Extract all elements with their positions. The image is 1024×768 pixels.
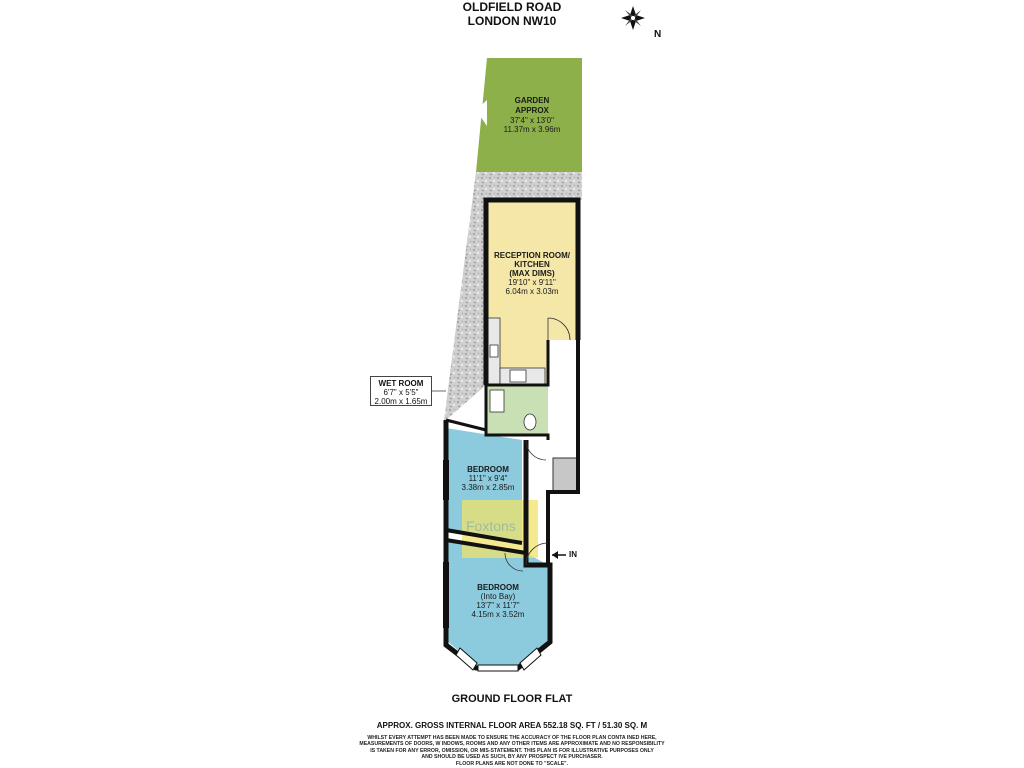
bedroom-1-dims-imperial: 11'1" x 9'4"	[469, 474, 508, 483]
window-bedroom-2	[443, 562, 449, 628]
garden-notch	[476, 100, 487, 126]
address-title: OLDFIELD ROAD LONDON NW10	[0, 0, 1024, 28]
bay-window	[455, 647, 542, 672]
sink-icon	[489, 344, 499, 358]
reception-name: RECEPTION ROOM/	[494, 251, 571, 260]
address-area: LONDON NW10	[467, 14, 557, 28]
storage-cupboard	[552, 457, 578, 493]
bedroom-2-dims-imperial: 13'7" x 11'7"	[476, 601, 519, 610]
garden-dims-imperial: 37'4" x 13'0"	[510, 116, 554, 125]
disclaimer-line: FLOOR PLANS ARE NOT DONE TO "SCALE".	[455, 760, 569, 767]
disclaimer-line: AND SHOULD BE USED AS SUCH, BY ANY PROSP…	[421, 754, 603, 761]
window-bedroom-1	[443, 460, 449, 500]
reception-dims-metric: 6.04m x 3.03m	[506, 287, 559, 296]
compass-north-label: N	[654, 29, 662, 40]
garden-name: GARDEN	[515, 96, 550, 105]
floor-title: GROUND FLOOR FLAT	[451, 693, 573, 705]
entrance-label: IN	[569, 550, 577, 559]
gross-area: APPROX. GROSS INTERNAL FLOOR AREA 552.18…	[376, 721, 648, 730]
address-street: OLDFIELD ROAD	[462, 0, 562, 14]
agent-watermark: Foxtons	[466, 518, 516, 534]
doors	[504, 317, 571, 572]
bedroom-1-dims-metric: 3.38m x 2.85m	[462, 483, 515, 492]
disclaimer-line: WHILST EVERY ATTEMPT HAS BEEN MADE TO EN…	[367, 735, 657, 741]
wet-room-name: WET ROOM	[378, 379, 424, 388]
garden-dims-metric: 11.37m x 3.96m	[504, 125, 561, 134]
disclaimer-line: IS TAKEN FOR ANY ERROR, OMISSION, OR MIS…	[370, 747, 654, 754]
entrance-arrow-icon	[552, 551, 566, 559]
compass-rose-icon	[621, 6, 645, 30]
garden-notch-right	[582, 100, 592, 122]
wet-room-callout: WET ROOM 6'7" x 5'5" 2.00m x 1.65m	[370, 376, 432, 406]
garden-approx: APPROX	[515, 106, 549, 115]
bedroom-2-name: BEDROOM	[477, 583, 519, 592]
wet-room-dims-metric: 2.00m x 1.65m	[374, 397, 428, 406]
reception-maxdims: (MAX DIMS)	[509, 269, 555, 278]
wet-room-dims-imperial: 6'7" x 5'5"	[383, 388, 419, 397]
reception-dims-imperial: 19'10" x 9'11"	[508, 278, 556, 287]
hob-icon	[509, 369, 527, 383]
disclaimer-line: MEASUREMENTS OF DOORS, W INDOWS, ROOMS A…	[359, 741, 665, 748]
bedroom-2-dims-metric: 4.15m x 3.52m	[472, 610, 525, 619]
bedroom-1-name: BEDROOM	[467, 465, 509, 474]
disclaimer: WHILST EVERY ATTEMPT HAS BEEN MADE TO EN…	[312, 735, 712, 767]
garden-area	[476, 58, 582, 172]
toilet-icon	[523, 413, 537, 431]
reception-name-2: KITCHEN	[514, 260, 550, 269]
basin-icon	[489, 389, 505, 413]
patio-gravel	[444, 172, 582, 420]
bedroom-2-into-bay: (Into Bay)	[481, 592, 516, 601]
